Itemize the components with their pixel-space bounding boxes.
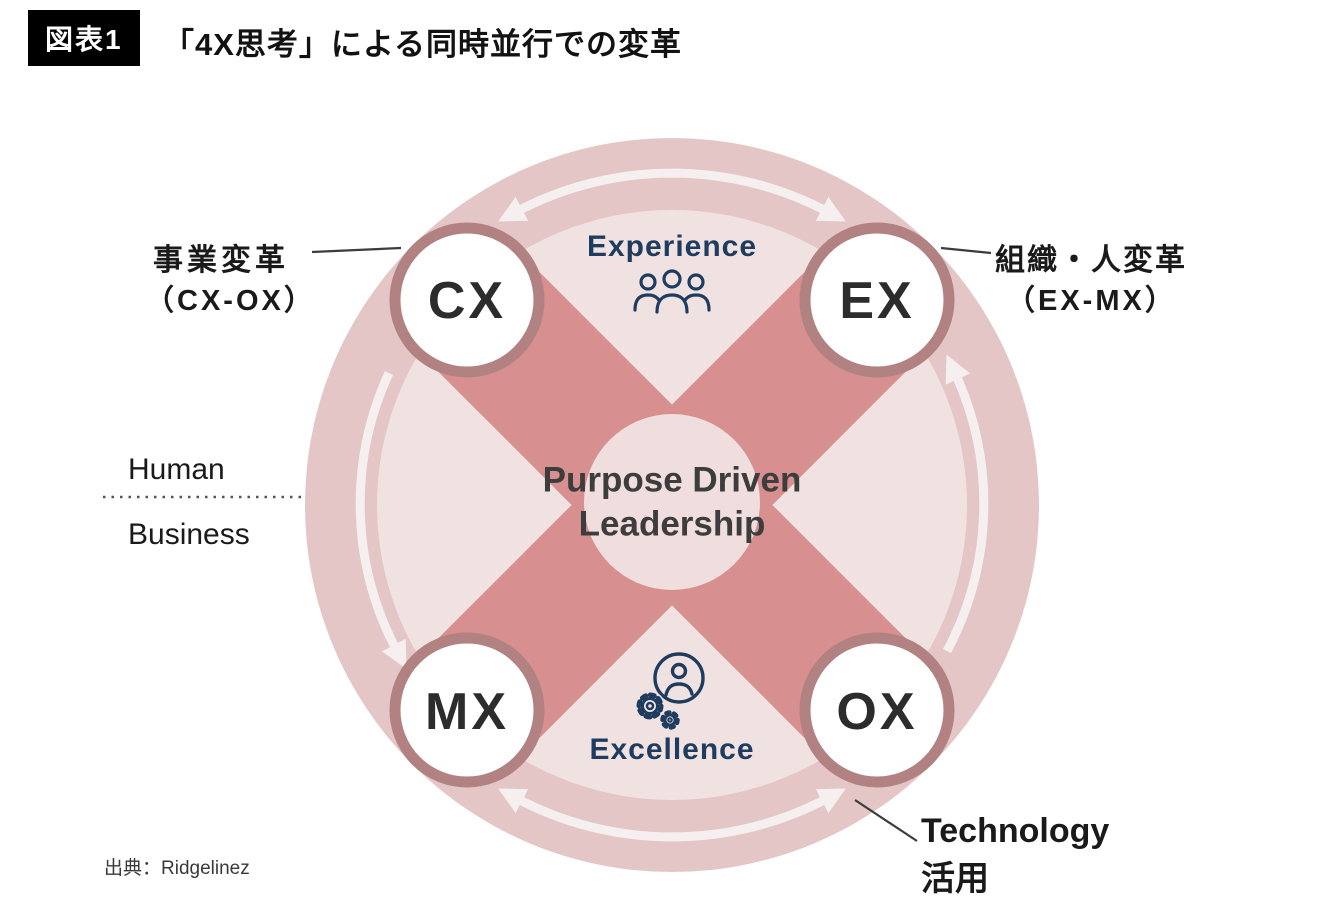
- experience-label: Experience: [586, 230, 758, 263]
- center-label-line1: Purpose Driven: [542, 460, 802, 500]
- node-label-mx: MX: [425, 683, 509, 741]
- annotation-technology: Technology: [921, 812, 1110, 850]
- figure-badge: 図表1: [28, 10, 140, 66]
- center-label-line2: Leadership: [578, 504, 766, 543]
- center-label: Purpose Driven Leadership: [543, 458, 802, 546]
- node-circle-ox: [799, 632, 955, 788]
- business-label: Business: [128, 518, 250, 551]
- center-circle: [584, 414, 760, 590]
- source-label: 出典：Ridgelinez: [104, 858, 250, 879]
- rotation-arrow-right: [943, 354, 989, 654]
- annotation-business-transform-sub: （CX-OX）: [145, 285, 316, 317]
- node-label-cx: CX: [427, 272, 507, 330]
- person-gear-icon: [635, 652, 705, 731]
- figure-title: 「4X思考」による同時並行での変革: [163, 27, 682, 62]
- rotation-arrow-left: [355, 371, 407, 669]
- annotation-business-transform: 事業変革: [153, 244, 289, 277]
- excellence-label: Excellence: [589, 733, 755, 766]
- node-circle-ex: [799, 222, 955, 378]
- node-label-ex: EX: [839, 272, 915, 330]
- annotation-organization-transform: 組織・人変革: [995, 244, 1187, 277]
- rotation-arrow-bottom: [498, 788, 846, 842]
- node-label-ox: OX: [836, 683, 918, 741]
- connector-line-business: [311, 246, 402, 254]
- node-circle-mx: [389, 632, 545, 788]
- people-icon: [633, 269, 711, 314]
- human-label: Human: [128, 453, 225, 486]
- annotation-organization-transform-sub: （EX-MX）: [1006, 285, 1177, 317]
- connector-line-organization: [940, 246, 992, 255]
- node-circle-cx: [389, 222, 545, 378]
- rotation-arrow-top: [498, 168, 846, 222]
- connector-line-technology: [854, 799, 918, 842]
- annotation-technology-sub: 活用: [921, 860, 989, 898]
